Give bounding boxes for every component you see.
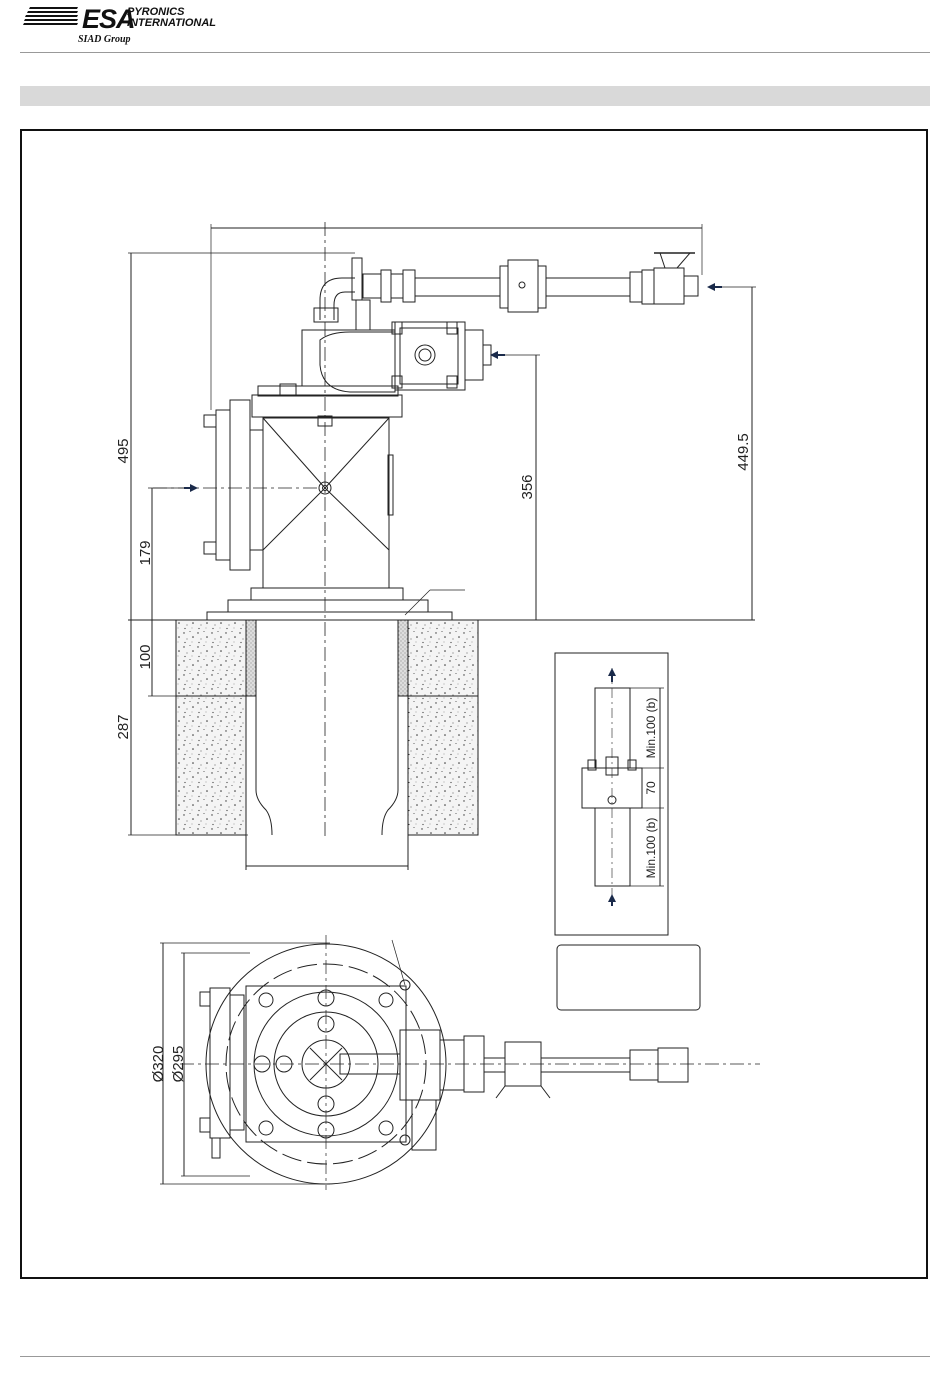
dim-dia-320: Ø320 <box>150 1046 167 1083</box>
dim-356: 356 <box>519 474 536 499</box>
detail-min-bottom: Min.100 (b) <box>644 818 658 879</box>
dim-dia-295: Ø295 <box>170 1046 187 1083</box>
detail-70: 70 <box>644 781 658 795</box>
detail-min-top: Min.100 (b) <box>644 698 658 759</box>
dim-449-5: 449.5 <box>735 433 752 471</box>
footer-divider <box>20 1356 930 1357</box>
dim-100: 100 <box>137 644 154 669</box>
dim-495: 495 <box>115 438 132 463</box>
dim-179: 179 <box>137 540 154 565</box>
dim-287: 287 <box>115 714 132 739</box>
